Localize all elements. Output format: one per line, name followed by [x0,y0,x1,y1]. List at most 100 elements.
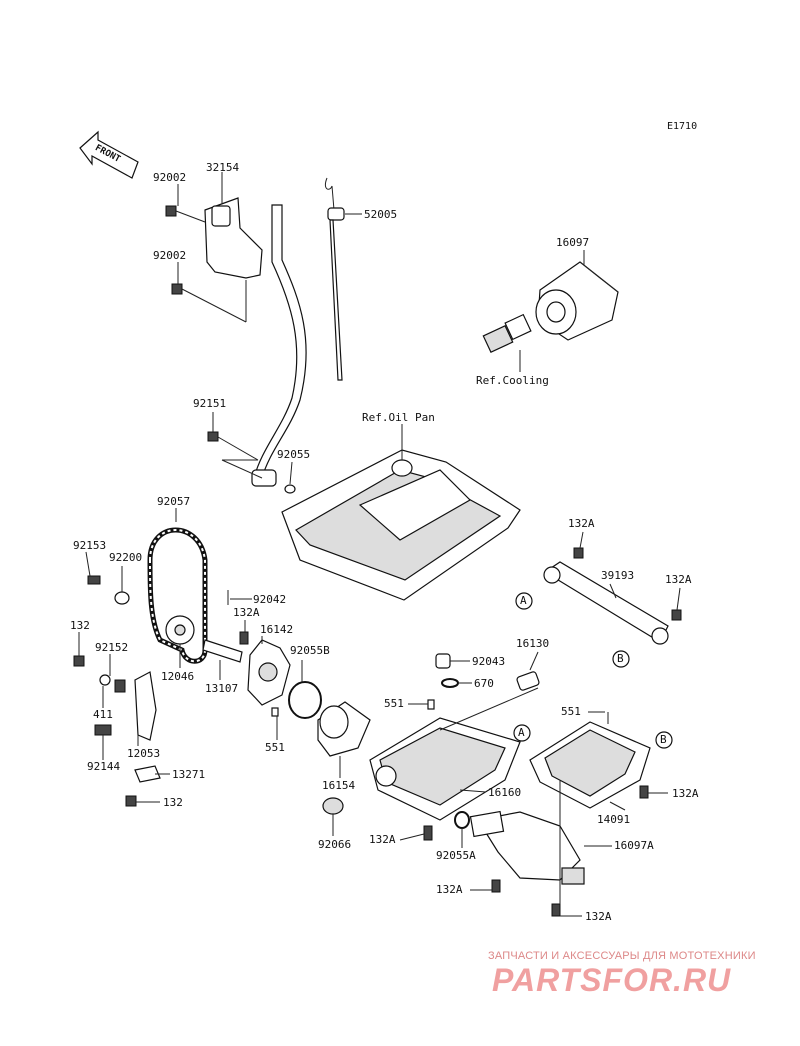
callout-16160: 16160 [488,786,522,799]
spring-92144 [94,724,112,736]
cap-92043 [435,653,451,669]
dowel-551-center [427,699,435,710]
stay-39193 [543,561,669,645]
bolt-92153 [87,575,101,585]
oil-pump [247,639,291,706]
watermark-brand: PARTSFOR.RU [492,962,732,998]
dowel-551-left [271,707,279,717]
plate-13271 [134,765,161,783]
watermark-tagline: ЗАПЧАСТИ И АКСЕССУАРЫ ДЛЯ МОТОТЕХНИКИ [488,950,756,962]
callout-132A-housing-1: 132A [436,883,463,896]
relief-valve [516,671,540,691]
callout-92066: 92066 [318,838,352,851]
washer-92200 [114,591,130,605]
oring-670 [441,678,459,688]
bolt-92151 [207,431,263,479]
bolt-92002-bottom [171,280,247,323]
bracket-32154 [204,197,263,279]
drive-chain [147,527,208,664]
bolt-132A-body [423,825,433,841]
callout-670: 670 [474,677,494,690]
callout-132A-body: 132A [369,833,396,846]
shaft-13107 [202,639,243,663]
callout-16142: 16142 [260,623,294,636]
callout-92152: 92152 [95,641,129,654]
callout-551-left: 551 [265,741,285,754]
callout-92153: 92153 [73,539,107,552]
marker-circle-B2 [655,731,673,749]
callout-132A-pump: 132A [233,606,260,619]
filter-housing-16097A [469,810,585,885]
callout-92002-top: 92002 [153,171,187,184]
bolt-132A-cover [639,785,649,799]
chain-guide [134,671,157,741]
callout-551-right: 551 [561,705,581,718]
marker-circle-B1 [612,650,630,668]
leader-lines [78,172,681,917]
sprocket [165,615,195,645]
marker-A1: A [520,594,527,607]
cover-14091 [529,721,651,809]
callout-411: 411 [93,708,113,721]
washer-411 [99,674,111,686]
callout-132A-stay-right: 132A [665,573,692,586]
callout-92057: 92057 [157,495,191,508]
diagram-code: E1710 [667,121,698,132]
callout-12046: 12046 [161,670,195,683]
marker-B1: B [617,652,624,665]
oring-92055B [288,681,322,719]
callout-16097: 16097 [556,236,590,249]
callout-92055A: 92055A [436,849,476,862]
oil-filter [535,261,619,341]
marker-B2: B [660,733,667,746]
bolt-92002-top [165,205,206,223]
callout-ref-cooling: Ref.Cooling [476,374,549,387]
callout-52005: 52005 [364,208,398,221]
callout-132-top: 132 [70,619,90,632]
callout-13271: 13271 [172,768,206,781]
callout-16130: 16130 [516,637,550,650]
callout-39193: 39193 [601,569,635,582]
callout-132A-cover: 132A [672,787,699,800]
marker-A2: A [518,726,525,739]
callout-16154: 16154 [322,779,356,792]
oil-pan [281,424,521,601]
callout-132A-housing-2: 132A [585,910,612,923]
filter-fitting [482,313,532,354]
callout-92151: 92151 [193,397,227,410]
bolt-132A-housing-1 [491,879,501,893]
callout-ref-oil-pan: Ref.Oil Pan [362,411,435,424]
callout-12053: 12053 [127,747,161,760]
bolt-132-bottom [125,795,137,807]
marker-circle-A2 [513,724,531,742]
callout-32154: 32154 [206,161,240,174]
callout-92144: 92144 [87,760,121,773]
callout-92055: 92055 [277,448,311,461]
bolt-132A-stay-right [671,609,682,621]
oring-92055A [454,811,470,829]
bolt-132-top [73,655,85,667]
dipstick [324,177,345,381]
marker-circle-A1 [515,592,533,610]
callout-13107: 13107 [205,682,239,695]
plug-92066 [322,797,344,815]
pump-body-16160 [369,717,521,821]
bolt-132A-stay-left [573,547,584,559]
callout-132-bottom: 132 [163,796,183,809]
callout-14091: 14091 [597,813,631,826]
callout-92055B: 92055B [290,644,330,657]
oil-strainer [317,701,371,757]
bolt-132A-housing-2 [551,903,561,917]
front-arrow-icon [79,130,139,179]
callout-551-center: 551 [384,697,404,710]
callout-132A-stay-left: 132A [568,517,595,530]
callout-92043: 92043 [472,655,506,668]
callout-92042: 92042 [253,593,287,606]
oil-pipe [251,204,307,494]
callout-92002-bottom: 92002 [153,249,187,262]
bolt-92152 [114,679,126,693]
bolt-132A-pump [239,631,249,645]
callout-92200: 92200 [109,551,143,564]
